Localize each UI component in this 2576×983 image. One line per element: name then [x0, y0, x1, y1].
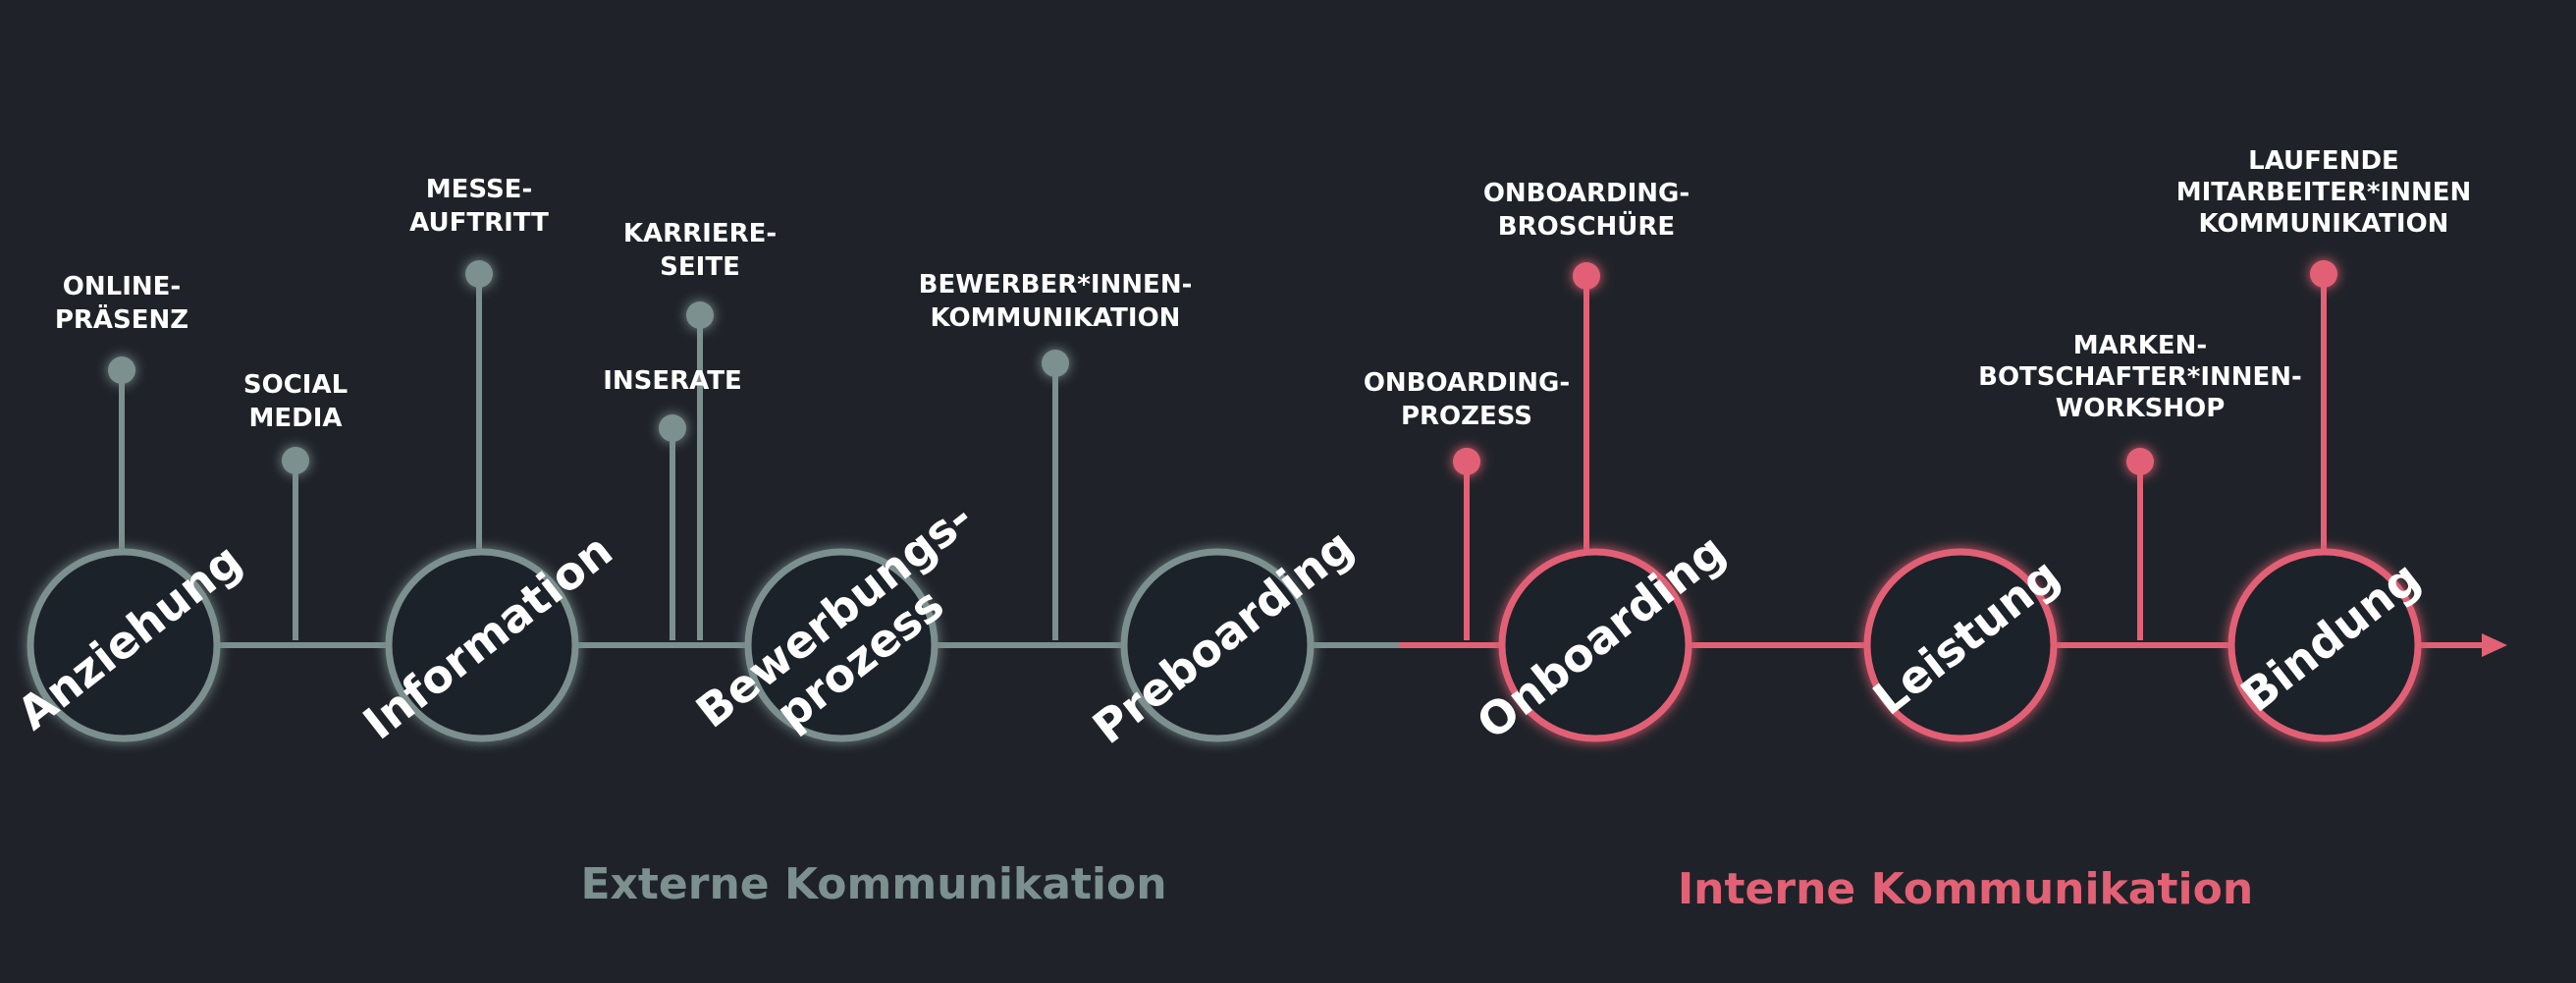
stage-circle: [1120, 548, 1315, 742]
touchpoint-label: PROZESS: [1401, 402, 1532, 431]
touchpoint-label: KOMMUNIKATION: [2199, 209, 2449, 239]
touchpoint-label: KOMMUNIKATION: [931, 303, 1181, 333]
touchpoint-label: BOTSCHAFTER*INNEN-: [1978, 362, 2302, 392]
touchpoint-dot: [282, 447, 309, 474]
touchpoint-dot: [686, 301, 714, 329]
touchpoint-dot: [108, 356, 135, 384]
touchpoint-dot: [1042, 350, 1069, 377]
touchpoint-dot: [465, 260, 493, 288]
touchpoint-dot: [2126, 448, 2154, 475]
touchpoint-label: BROSCHÜRE: [1498, 209, 1675, 242]
touchpoint-label: LAUFENDE: [2248, 146, 2399, 176]
touchpoint-label: MEDIA: [248, 404, 342, 433]
touchpoint-label: AUFTRITT: [409, 208, 549, 238]
touchpoint-label: INSERATE: [603, 366, 742, 396]
touchpoint-label: WORKSHOP: [2056, 394, 2226, 423]
stage-circle: [1863, 548, 2058, 742]
touchpoint-label: SEITE: [660, 252, 740, 282]
touchpoint-labels: ONLINE-PRÄSENZ SOCIAL MEDIA MESSE- AUFTRITT I…: [55, 146, 2471, 433]
timeline-arrowhead: [2482, 633, 2507, 657]
touchpoint-label: BEWERBER*INNEN-: [919, 270, 1193, 300]
internal-section-title: Interne Kommunikation: [1678, 864, 2253, 914]
stage-circle: [744, 548, 939, 742]
touchpoint-label: MESSE-: [426, 175, 532, 204]
stage-circle: [27, 548, 221, 742]
touchpoint-label: ONBOARDING-: [1364, 368, 1570, 398]
stage-circle: [2227, 548, 2422, 742]
touchpoint-dot: [2310, 260, 2337, 288]
touchpoint-label: PRÄSENZ: [55, 303, 188, 335]
touchpoint-label: MARKEN-: [2073, 331, 2207, 360]
touchpoint-label: ONLINE-: [63, 272, 181, 301]
touchpoint-stems: [108, 260, 2337, 640]
touchpoint-label: SOCIAL: [243, 370, 348, 400]
stage-circle: [385, 548, 579, 742]
touchpoint-dot: [1453, 448, 1480, 475]
touchpoint-label: ONBOARDING-: [1483, 179, 1690, 208]
touchpoint-label: MITARBEITER*INNEN: [2176, 178, 2472, 207]
touchpoint-label: KARRIERE-: [623, 219, 777, 248]
stage-circle: [1498, 548, 1692, 742]
touchpoint-dot: [659, 414, 686, 442]
external-section-title: Externe Kommunikation: [580, 859, 1166, 909]
touchpoint-dot: [1573, 262, 1600, 290]
